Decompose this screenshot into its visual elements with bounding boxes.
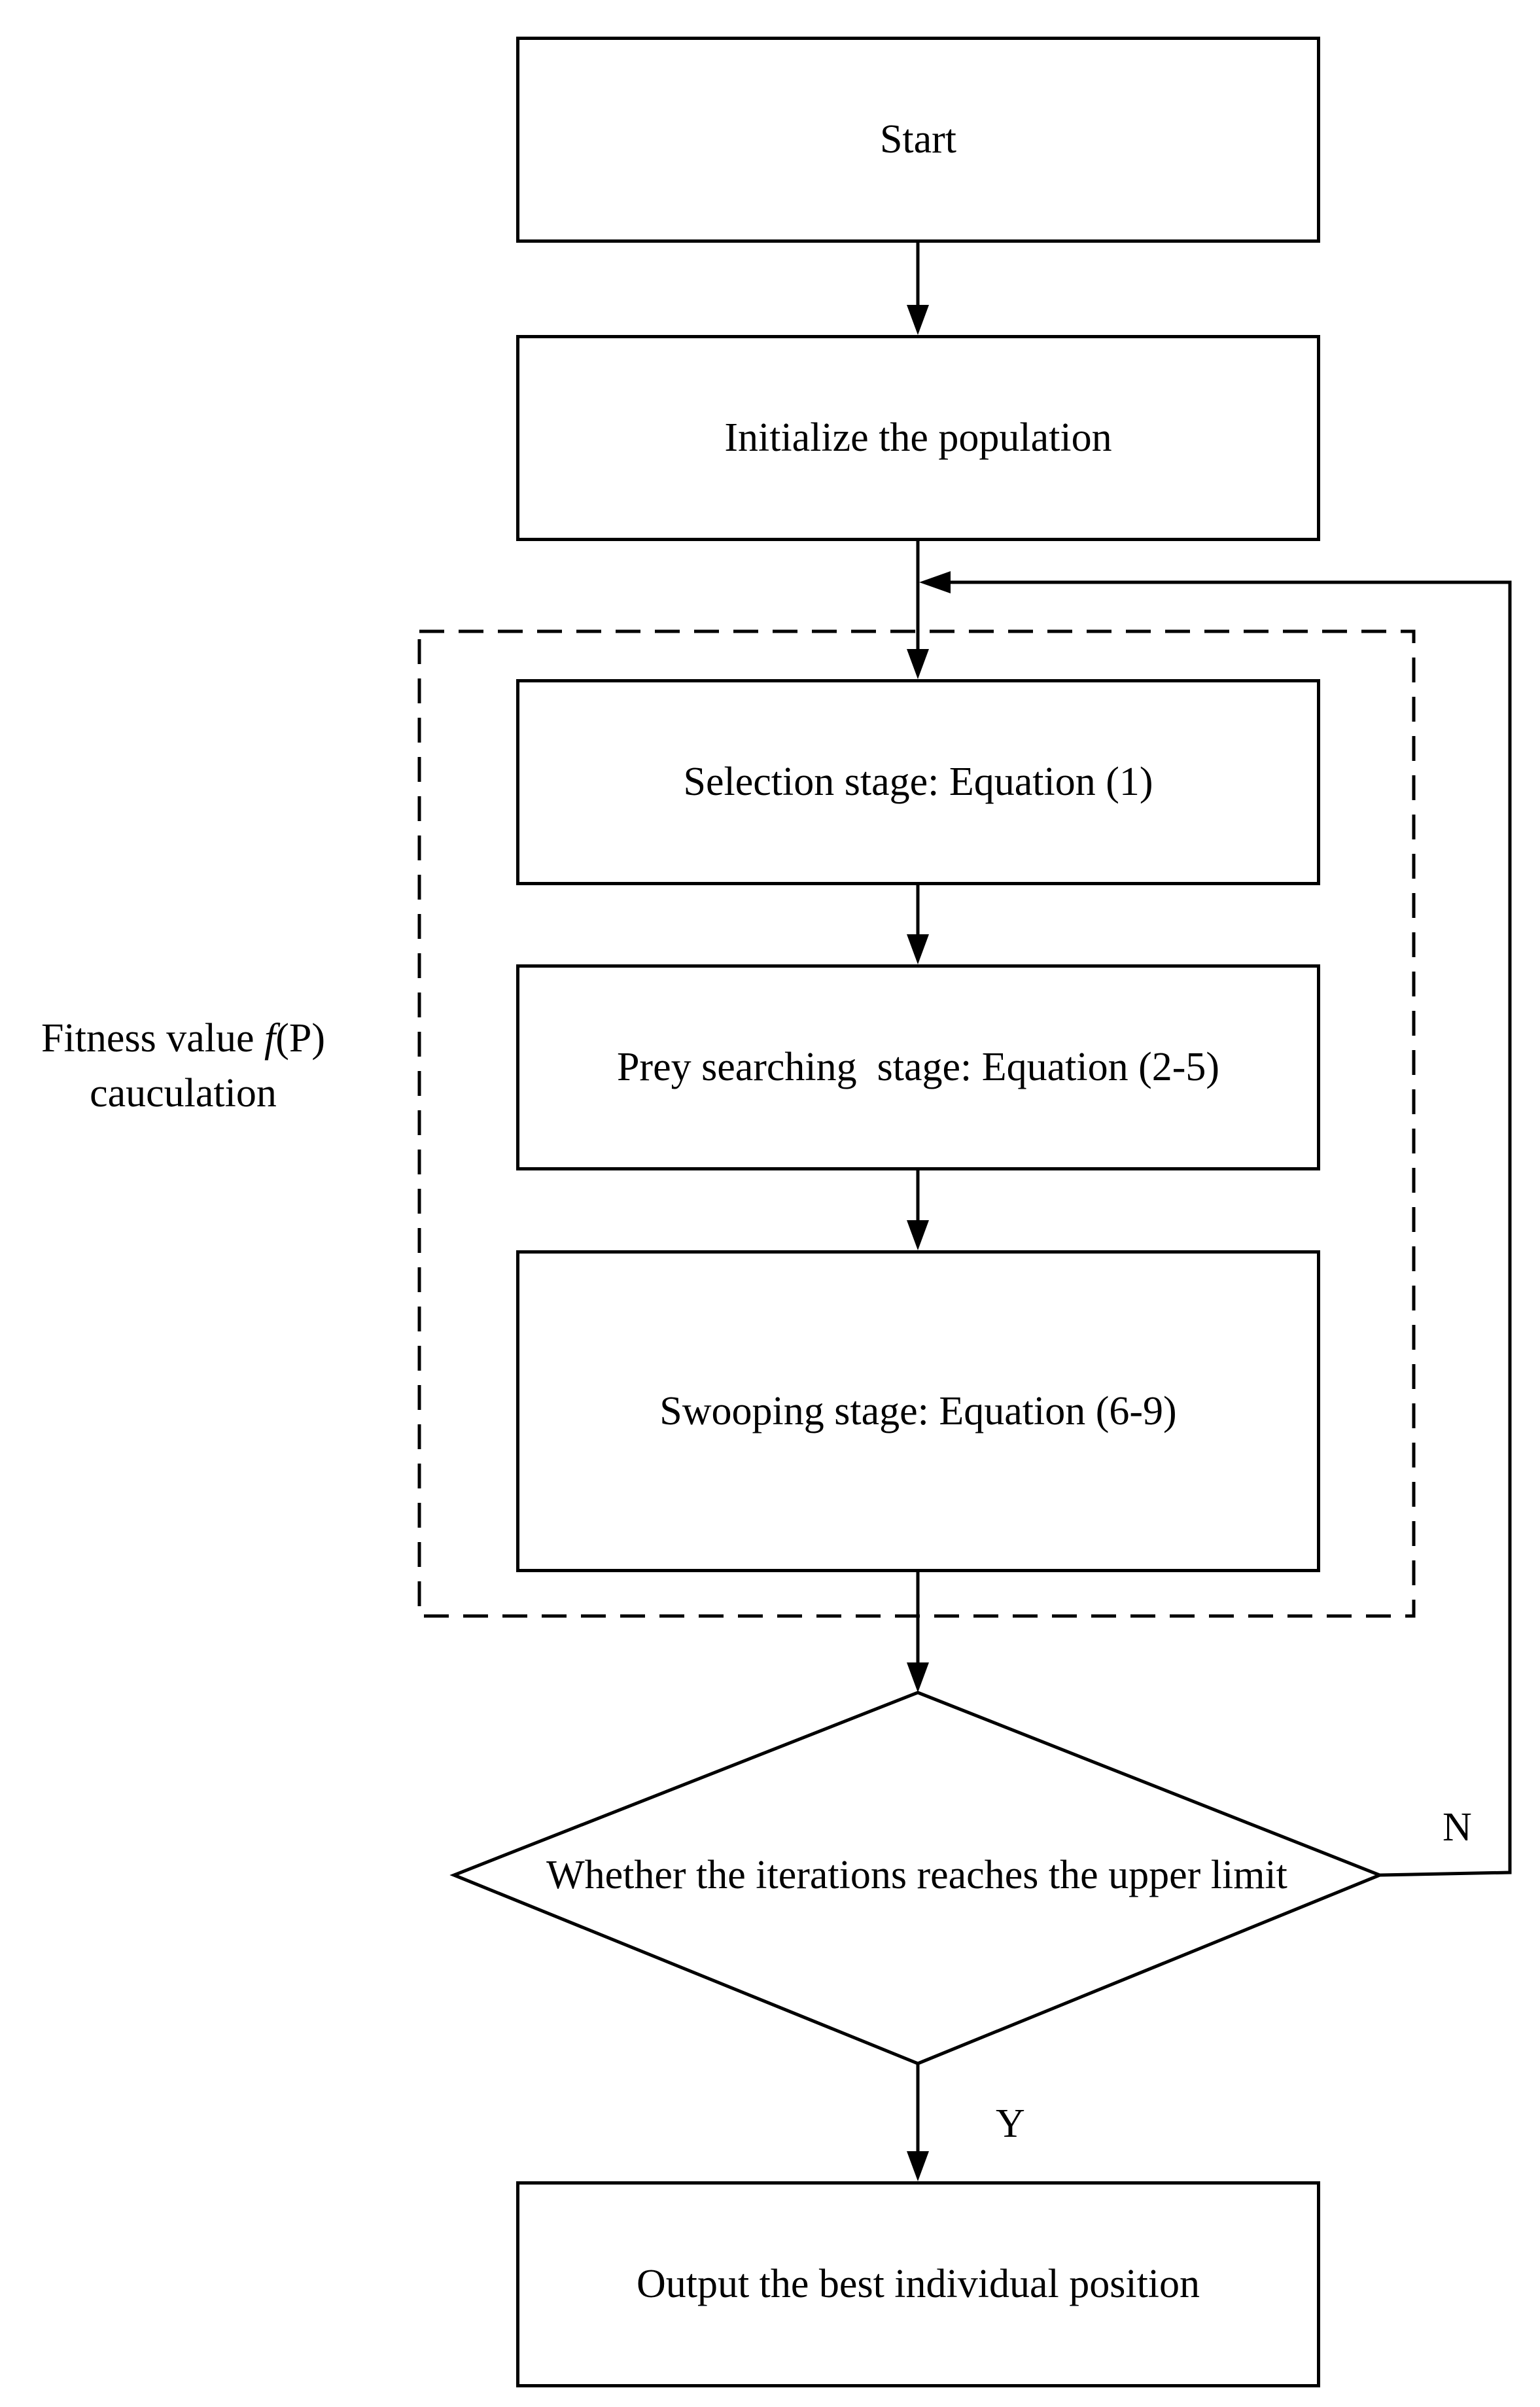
- arrowhead-selection-to-prey: [907, 934, 929, 964]
- output-best-position-node: Output the best individual position: [516, 2181, 1320, 2387]
- initialize-population-node: Initialize the population: [516, 335, 1320, 541]
- edge-decision-loop-back: [949, 580, 1512, 1877]
- fitness-label-prefix: Fitness value: [41, 1016, 264, 1061]
- arrowhead-prey-to-swoop: [907, 1220, 929, 1250]
- fitness-label-argument: (P): [275, 1016, 325, 1061]
- output-best-position-label: Output the best individual position: [636, 2262, 1200, 2307]
- edge-label-no: N: [1443, 1805, 1472, 1850]
- start-node: Start: [516, 37, 1320, 243]
- edge-label-yes: Y: [996, 2101, 1025, 2146]
- initialize-population-label: Initialize the population: [724, 415, 1112, 461]
- prey-searching-stage-node: Prey searching stage: Equation (2-5): [516, 964, 1320, 1170]
- prey-searching-stage-label: Prey searching stage: Equation (2-5): [616, 1045, 1220, 1090]
- fitness-calculation-label-line1: Fitness value f(P): [7, 1011, 360, 1066]
- swooping-stage-node: Swooping stage: Equation (6-9): [516, 1250, 1320, 1572]
- arrowhead-start-to-init: [907, 305, 929, 335]
- arrowhead-init-to-selection: [907, 649, 929, 679]
- selection-stage-node: Selection stage: Equation (1): [516, 679, 1320, 885]
- start-node-label: Start: [879, 117, 957, 162]
- decision-diamond: [449, 1691, 1384, 2065]
- selection-stage-label: Selection stage: Equation (1): [683, 760, 1153, 805]
- decision-label: Whether the iterations reaches the upper…: [546, 1853, 1287, 1897]
- arrowhead-loop-back: [919, 571, 951, 593]
- arrowhead-decision-to-output: [907, 2151, 929, 2181]
- swooping-stage-label: Swooping stage: Equation (6-9): [659, 1388, 1177, 1433]
- arrowhead-swoop-to-decision: [907, 1662, 929, 1693]
- fitness-calculation-label-line2: cauculation: [90, 1070, 277, 1116]
- fitness-calculation-label: Fitness value f(P) cauculation: [7, 1011, 360, 1121]
- fitness-label-function: f: [264, 1016, 276, 1061]
